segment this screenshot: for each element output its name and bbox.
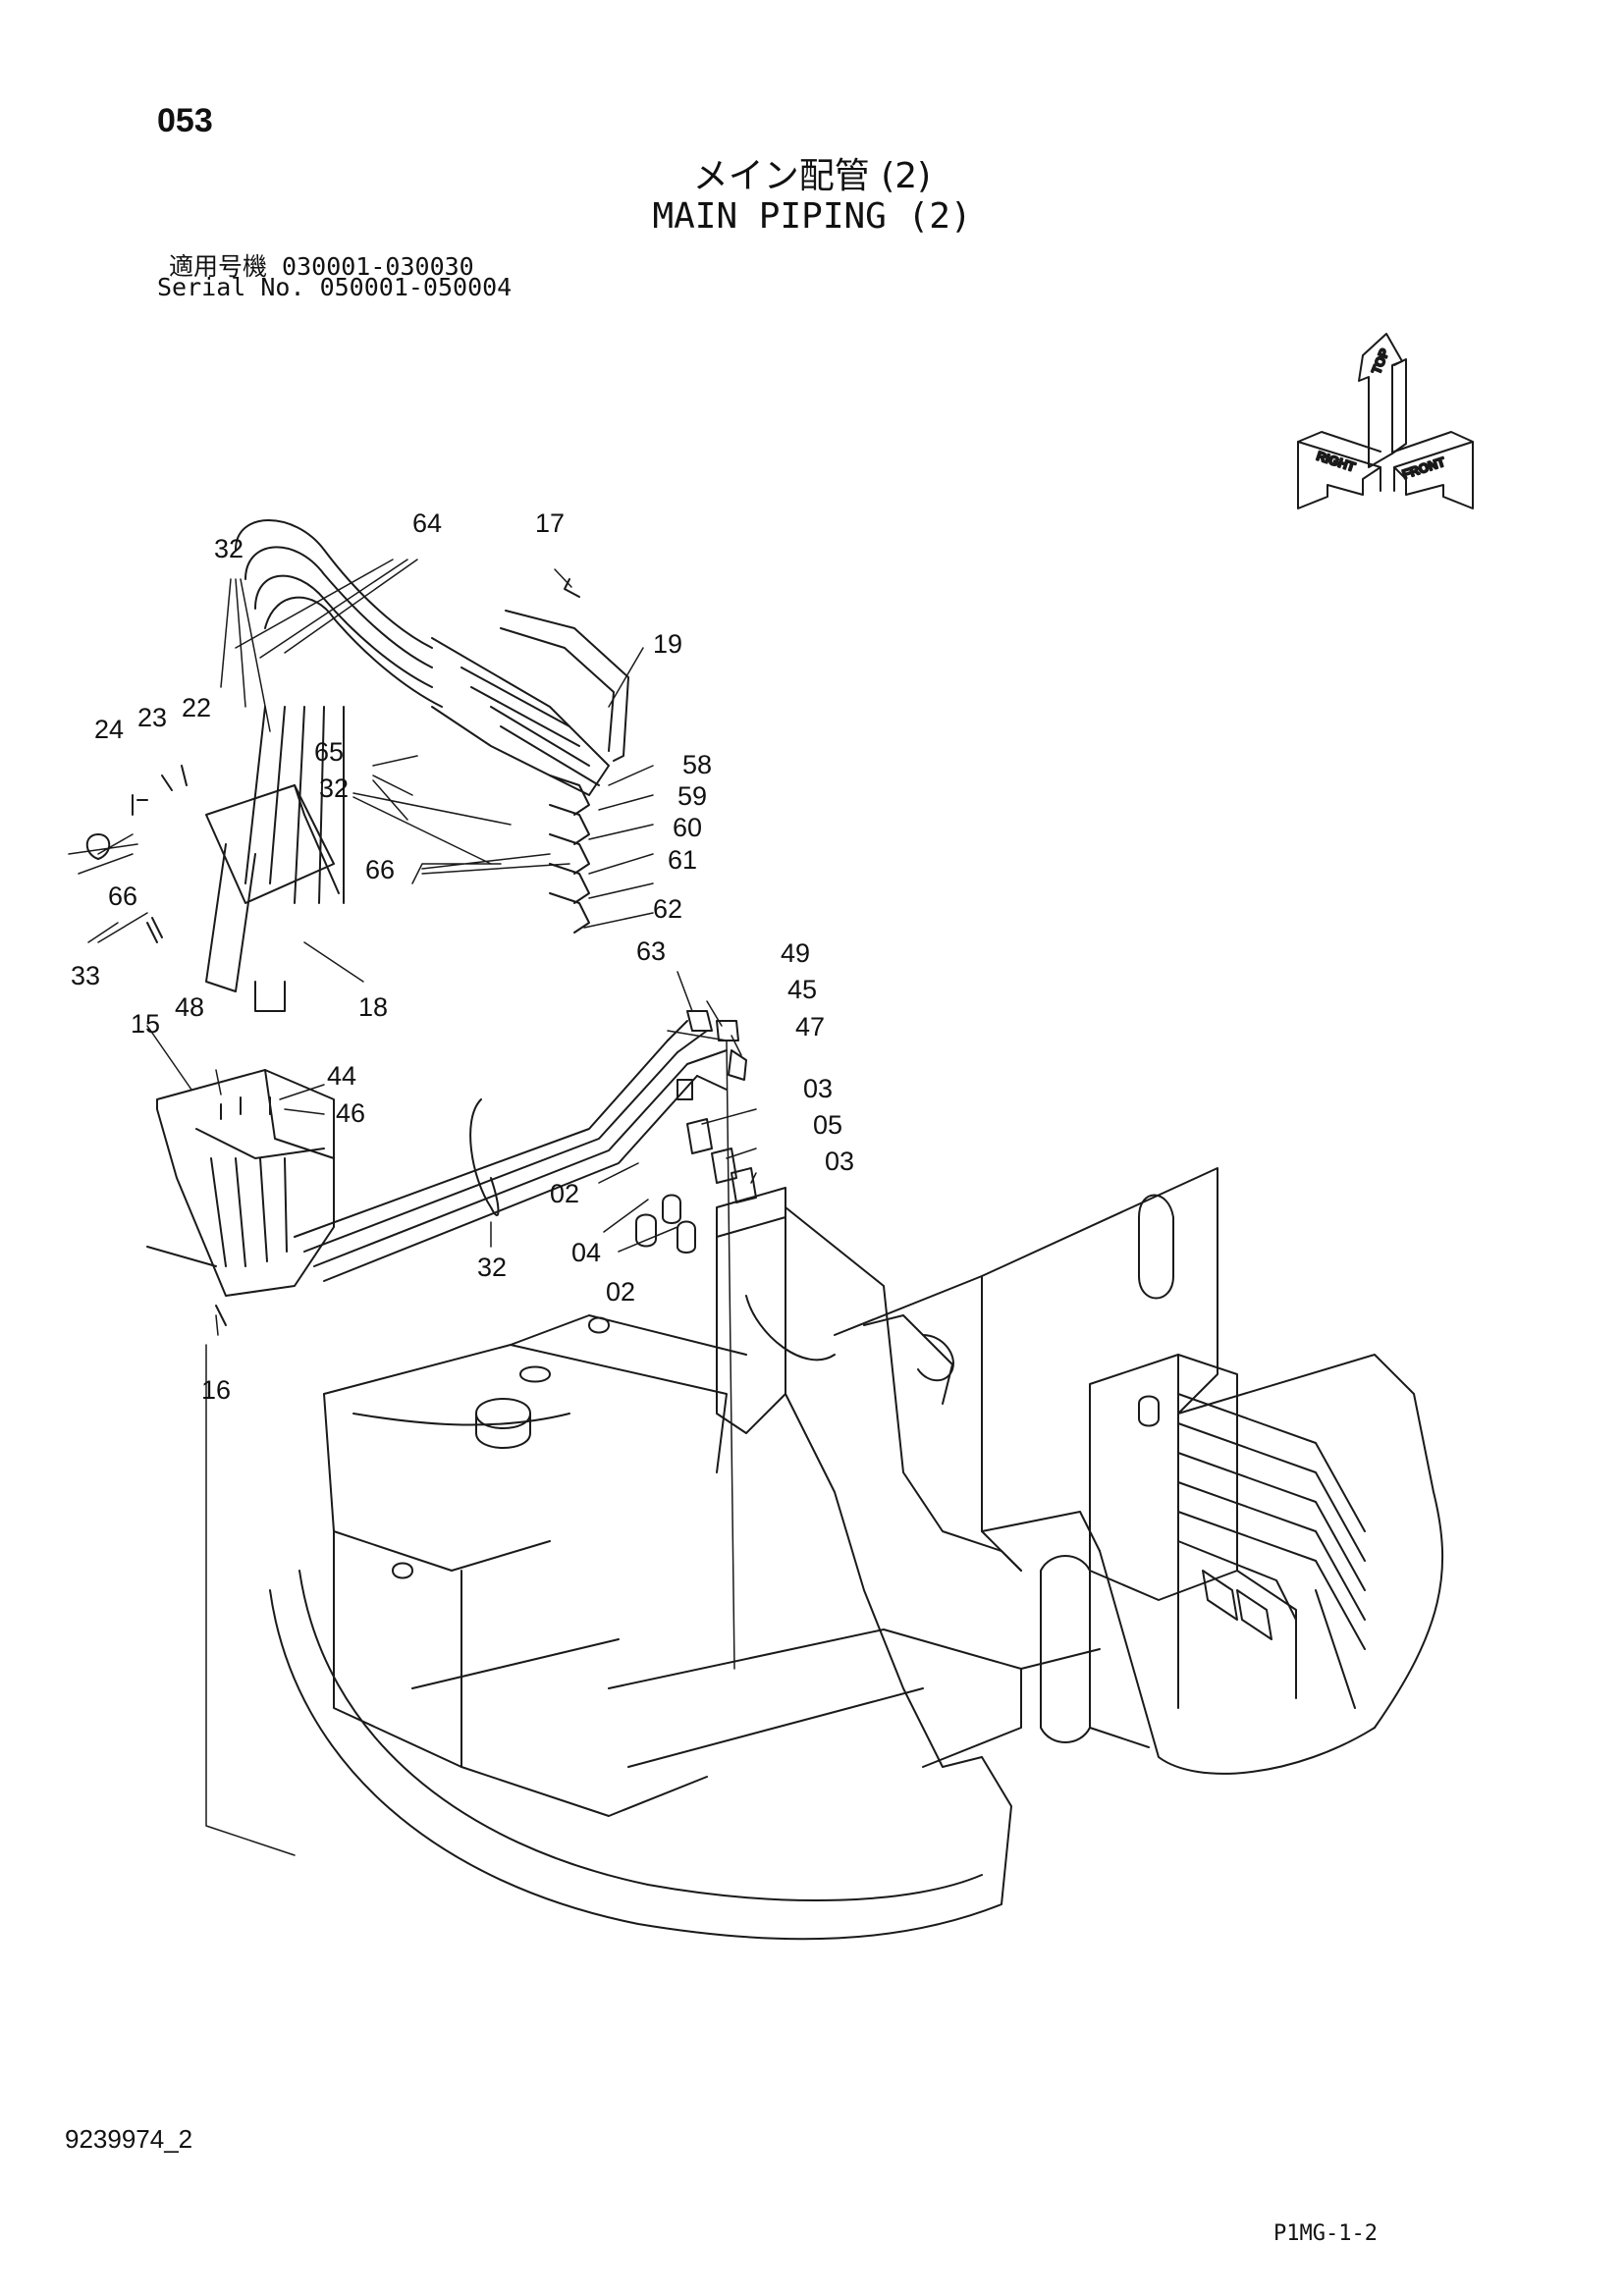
callout-labels: 64 32 17 19 24 23 22 65 32 58 59 60 61 6… — [71, 508, 854, 1405]
sheet-reference: P1MG-1-2 — [1273, 2221, 1378, 2246]
callout-61: 61 — [668, 845, 697, 875]
pilot-valve-assembly — [85, 519, 629, 1012]
callout-47: 47 — [795, 1012, 825, 1041]
callout-23: 23 — [137, 703, 167, 732]
callout-63: 63 — [636, 936, 666, 966]
callout-46: 46 — [336, 1098, 365, 1128]
orientation-indicator: TOP RIGHT FRONT — [1297, 333, 1474, 509]
callout-48: 48 — [175, 992, 204, 1022]
page-number: 053 — [157, 102, 213, 139]
serial-range-en: Serial No. 050001-050004 — [157, 273, 513, 301]
callout-44: 44 — [327, 1061, 356, 1091]
leader-lines — [68, 559, 757, 1856]
callout-32-c: 32 — [477, 1253, 507, 1282]
callout-02: 02 — [550, 1179, 579, 1208]
callout-24: 24 — [94, 715, 124, 744]
dir-right-label: RIGHT — [1315, 449, 1357, 475]
callout-17: 17 — [535, 508, 565, 538]
fittings — [635, 1118, 757, 1254]
callout-58: 58 — [682, 750, 712, 779]
callout-65: 65 — [314, 737, 344, 767]
callout-19: 19 — [653, 629, 682, 659]
serial-range-jp: 適用号機 030001-030030 — [169, 252, 474, 281]
title-japanese: メイン配管 (2) — [692, 156, 932, 196]
callout-18: 18 — [358, 992, 388, 1022]
callout-03: 03 — [803, 1074, 833, 1103]
callout-49: 49 — [781, 938, 810, 968]
callout-60: 60 — [673, 813, 702, 842]
title-english: MAIN PIPING (2) — [652, 196, 972, 237]
callout-32: 32 — [214, 534, 244, 563]
callout-32-b: 32 — [319, 774, 349, 803]
callout-45: 45 — [787, 975, 817, 1004]
callout-05: 05 — [813, 1110, 842, 1140]
main-frame — [269, 1167, 1444, 1941]
callout-62: 62 — [653, 894, 682, 924]
callout-03-b: 03 — [825, 1147, 854, 1176]
joystick-bracket — [146, 1069, 335, 1326]
callout-22: 22 — [182, 693, 211, 722]
callout-66-b: 66 — [108, 881, 137, 911]
dir-top-label: TOP — [1369, 347, 1392, 376]
callout-15: 15 — [131, 1009, 160, 1039]
callout-33: 33 — [71, 961, 100, 990]
callout-16: 16 — [201, 1375, 231, 1405]
control-valve — [1089, 1354, 1366, 1650]
callout-04: 04 — [571, 1238, 601, 1267]
callout-64: 64 — [412, 508, 442, 538]
callout-59: 59 — [677, 781, 707, 811]
document-id: 9239974_2 — [65, 2124, 193, 2154]
callout-66: 66 — [365, 855, 395, 884]
tank-cap — [392, 1316, 610, 1579]
callout-02-b: 02 — [606, 1277, 635, 1307]
hose-bundle — [294, 1010, 747, 1282]
